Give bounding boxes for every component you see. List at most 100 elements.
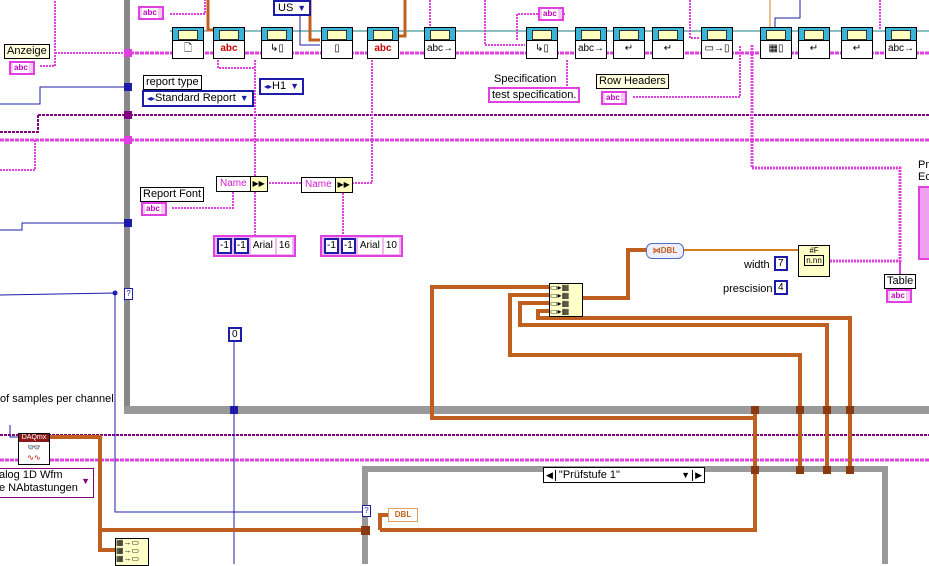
- tunnel: [124, 49, 132, 57]
- string-array-indicator[interactable]: [918, 186, 929, 260]
- dropdown-arrow-icon[interactable]: ▼: [681, 470, 691, 480]
- tunnel: [124, 136, 132, 144]
- tunnel: [124, 111, 132, 119]
- locale-enum[interactable]: US▼: [273, 0, 312, 16]
- precision-label: prescision: [723, 283, 773, 295]
- dropdown-arrow-icon: ▼: [290, 81, 300, 91]
- append-heading-node[interactable]: ↳▯: [261, 27, 293, 59]
- precision-constant[interactable]: 4: [774, 280, 788, 295]
- tunnel: [751, 466, 759, 474]
- string-terminal-2[interactable]: abc: [538, 7, 564, 21]
- heading-enum[interactable]: ◂▸H1▼: [259, 78, 305, 95]
- case-border-right: [882, 466, 888, 564]
- append-heading-icon: ↳▯: [270, 43, 284, 54]
- pr-label: Pr: [918, 159, 929, 171]
- build-array-node[interactable]: ▭▸▦▭▸▦▭▸▦▭▸▦: [549, 283, 583, 317]
- string-terminal[interactable]: abc: [138, 6, 164, 20]
- append-text-node-2[interactable]: abc→: [575, 27, 607, 59]
- append-text-icon: abc→: [887, 43, 915, 54]
- table-terminal[interactable]: abc: [886, 289, 912, 303]
- tunnel: [124, 83, 132, 91]
- daqmx-banner: DAQmx: [19, 434, 49, 442]
- width-label: width: [744, 259, 770, 271]
- tunnel: [796, 406, 804, 414]
- set-font-node[interactable]: abc: [213, 27, 245, 59]
- newline-icon: ↵: [852, 43, 862, 54]
- loop-border-left: [124, 0, 130, 414]
- format-icon: #F: [809, 246, 819, 255]
- bundle-icon: ▶▶: [334, 178, 352, 192]
- samples-per-channel-label: of samples per channel: [0, 393, 114, 405]
- dbl-array-indicator[interactable]: DBL: [388, 508, 418, 522]
- index-array-icon: ▦→▭▦→▭▦→▭: [116, 538, 140, 563]
- row-headers-terminal[interactable]: abc: [601, 91, 627, 105]
- daqmx-read-node[interactable]: DAQmx 👓 ∿∿: [18, 433, 50, 465]
- font-icon: abc: [220, 43, 238, 54]
- anzeige-terminal[interactable]: abc: [9, 61, 35, 75]
- tunnel: [846, 406, 854, 414]
- append-text-node-3[interactable]: abc→: [885, 27, 917, 59]
- dropdown-arrow-icon: ▼: [297, 3, 307, 13]
- tunnel: [796, 466, 804, 474]
- newline-node[interactable]: ↵: [613, 27, 645, 59]
- newline-node-3[interactable]: ↵: [798, 27, 830, 59]
- enum-arrows-icon: ◂▸: [264, 82, 273, 91]
- row-headers-label: Row Headers: [596, 74, 669, 89]
- loop-iteration-terminal[interactable]: ?: [124, 288, 133, 300]
- case-selector-terminal[interactable]: ?: [362, 505, 371, 517]
- tunnel: [823, 406, 831, 414]
- tunnel: [124, 219, 132, 227]
- report-font-terminal[interactable]: abc: [141, 202, 167, 216]
- report-type-enum[interactable]: ◂▸Standard Report▼: [142, 90, 254, 107]
- report-font-label: Report Font: [140, 187, 205, 202]
- font-cluster-constant[interactable]: -1 -1 Arial 16: [213, 235, 296, 257]
- font-icon: abc: [374, 43, 392, 54]
- append-text-icon: abc→: [577, 43, 605, 54]
- newline-icon: ↵: [663, 43, 673, 54]
- bundle-by-name-node[interactable]: Name▶▶: [216, 176, 268, 192]
- newline-node-4[interactable]: ↵: [841, 27, 873, 59]
- width-constant[interactable]: 7: [774, 256, 788, 271]
- append-graph-icon: ▭→▯: [704, 43, 730, 54]
- page-node[interactable]: ▯: [321, 27, 353, 59]
- case-selector[interactable]: ◀ "Prüfstufe 1" ▼ ▶: [543, 467, 705, 483]
- append-text-node[interactable]: abc→: [424, 27, 456, 59]
- dropdown-arrow-icon: ▼: [239, 93, 249, 103]
- enum-arrows-icon: ◂▸: [147, 94, 156, 103]
- newline-icon: ↵: [809, 43, 819, 54]
- anzeige-label: Anzeige: [4, 44, 50, 59]
- new-report-node[interactable]: 🗋: [172, 27, 204, 59]
- bundle-by-name-node-2[interactable]: Name▶▶: [301, 177, 353, 193]
- append-list-icon: ↳▯: [535, 43, 549, 54]
- daqmx-read-selector[interactable]: alog 1D Wfm e NAbtastungen ▼: [0, 468, 94, 498]
- prev-case-icon[interactable]: ◀: [544, 469, 556, 481]
- coerce-icon: ⋈: [652, 246, 661, 255]
- build-array-icon: ▭▸▦▭▸▦▭▸▦▭▸▦: [550, 283, 570, 316]
- append-graph-node[interactable]: ▭→▯: [701, 27, 733, 59]
- new-report-icon: 🗋: [183, 43, 193, 54]
- newline-node-2[interactable]: ↵: [652, 27, 684, 59]
- tunnel: [823, 466, 831, 474]
- specification-constant[interactable]: test specification.: [488, 87, 581, 103]
- newline-icon: ↵: [624, 43, 634, 54]
- font-cluster-constant-2[interactable]: -1 -1 Arial 10: [320, 235, 403, 257]
- ec-label: Ec: [918, 171, 929, 183]
- append-text-icon: abc→: [426, 43, 454, 54]
- append-list-node[interactable]: ↳▯: [526, 27, 558, 59]
- tunnel: [230, 406, 238, 414]
- next-case-icon[interactable]: ▶: [692, 469, 704, 481]
- page-icon: ▯: [334, 43, 340, 54]
- set-font-node-2[interactable]: abc: [367, 27, 399, 59]
- table-label: Table: [884, 274, 917, 289]
- zero-constant[interactable]: 0: [228, 327, 242, 342]
- specification-label: Specification: [494, 73, 557, 85]
- index-array-node[interactable]: ▦→▭▦→▭▦→▭: [115, 538, 149, 566]
- dropdown-arrow-icon: ▼: [81, 476, 90, 486]
- report-type-label: report type: [143, 75, 202, 90]
- to-dbl-conversion-node[interactable]: ⋈DBL: [646, 243, 684, 259]
- append-table-node[interactable]: ▦▯: [760, 27, 792, 59]
- tunnel: [846, 466, 854, 474]
- bundle-icon: ▶▶: [249, 177, 267, 191]
